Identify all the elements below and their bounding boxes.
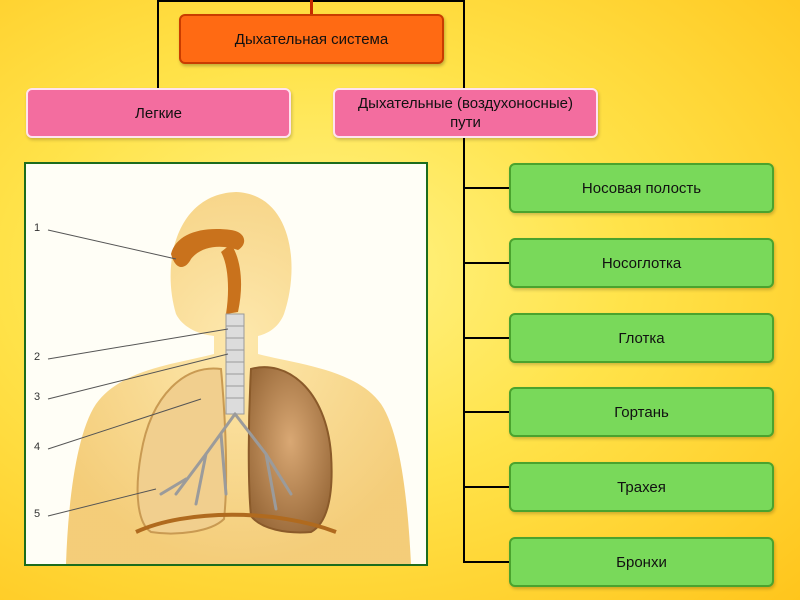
callout-label-3: 3 <box>34 391 41 403</box>
leaf-node-trachea: Трахея <box>509 462 774 512</box>
callout-label-5: 5 <box>34 508 41 520</box>
bronchial-tree <box>159 412 293 511</box>
leaf-node-nasopharynx: Носоглотка <box>509 238 774 288</box>
connector-leaf-4 <box>463 411 510 413</box>
branch-node-airways-label: Дыхательные (воздухоносные) пути <box>358 95 573 131</box>
leaf-node-nasal-cavity: Носовая полость <box>509 163 774 213</box>
respiratory-anatomy-illustration <box>47 192 411 564</box>
nasal-cavity-shape <box>171 229 245 268</box>
leaf-node-label: Гортань <box>614 403 669 421</box>
leaf-node-pharynx: Глотка <box>509 313 774 363</box>
trachea-shape <box>225 313 245 415</box>
connector-leaf-2 <box>463 262 510 264</box>
left-lung-shape <box>136 367 228 535</box>
connector-leaf-3 <box>463 337 510 339</box>
connector-leaf-6 <box>463 561 510 563</box>
leaf-node-label: Глотка <box>618 329 665 347</box>
connector-top-frame-right <box>463 0 465 88</box>
branch-node-airways: Дыхательные (воздухоносные) пути <box>333 88 598 138</box>
leaf-node-label: Трахея <box>617 478 666 496</box>
leaf-node-label: Носовая полость <box>581 179 702 197</box>
anatomy-illustration-panel: 1 2 3 4 5 <box>24 162 428 566</box>
branch-node-lungs-label: Легкие <box>135 104 182 122</box>
root-node: Дыхательная система <box>179 14 444 64</box>
connector-leaf-1 <box>463 187 510 189</box>
callout-label-2: 2 <box>34 351 41 363</box>
diaphragm-shape <box>135 512 337 534</box>
right-lung-shape <box>247 366 333 534</box>
branch-node-lungs: Легкие <box>26 88 291 138</box>
connector-leaf-5 <box>463 486 510 488</box>
pharynx-shape <box>221 244 242 314</box>
leaf-node-label: Бронхи <box>616 553 667 571</box>
callout-label-1: 1 <box>34 222 41 234</box>
root-node-label: Дыхательная система <box>234 30 389 48</box>
leaf-node-larynx: Гортань <box>509 387 774 437</box>
connector-airways-trunk <box>463 138 465 562</box>
leaf-node-bronchi: Бронхи <box>509 537 774 587</box>
callout-label-4: 4 <box>34 441 41 453</box>
connector-top-frame <box>157 0 159 88</box>
leaf-node-label: Носоглотка <box>601 254 682 272</box>
